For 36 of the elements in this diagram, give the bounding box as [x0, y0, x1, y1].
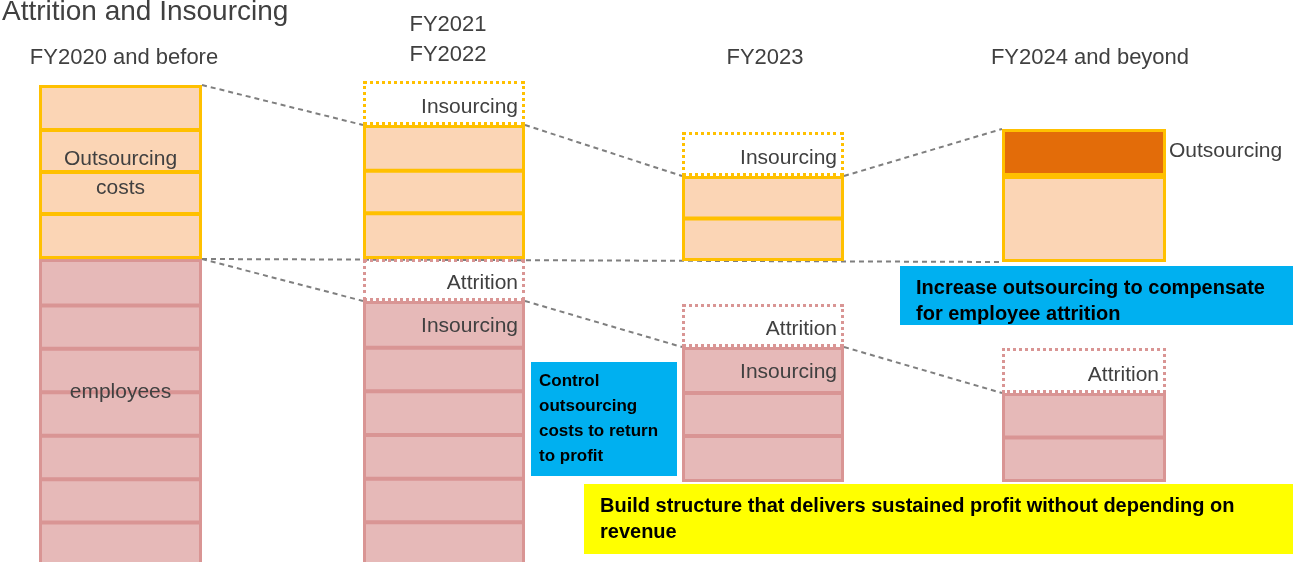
employee-bar — [682, 347, 844, 482]
dashed-connector-line — [201, 258, 364, 302]
bar-label: Insourcing — [740, 144, 837, 170]
callout-text: Control outsourcing costs to return to profit — [539, 370, 660, 467]
callout-box — [900, 266, 1293, 325]
outsourcing-cost-bar — [363, 125, 525, 259]
column-heading: FY2024 and beyond — [989, 43, 1191, 71]
callout-text: Build structure that delivers sustained profit without depending on revenue — [600, 493, 1236, 544]
bar-label: Insourcing — [740, 358, 837, 384]
bar-label: employees — [68, 378, 173, 404]
bar-label: Attrition — [1087, 361, 1159, 387]
outsourcing-cost-bar — [682, 176, 844, 261]
employee-bar — [363, 301, 525, 562]
outsourcing-increase-bar — [1002, 129, 1166, 176]
outsourcing-cost-bar — [1002, 176, 1166, 262]
bar-label: Attrition — [446, 269, 518, 295]
column-heading: FY2021 FY2022 — [408, 10, 488, 68]
callout-text: Increase outsourcing to compensate for employee attrition — [916, 275, 1266, 326]
bar-label: Insourcing — [421, 93, 518, 119]
employee-bar — [39, 259, 202, 562]
bar-side-label: Outsourcing — [1169, 137, 1283, 163]
title: Attrition and Insourcing — [2, 0, 289, 26]
bar-label: Attrition — [765, 315, 837, 341]
employee-bar — [1002, 393, 1166, 482]
bar-label: Outsourcing costs — [62, 145, 179, 200]
dashed-connector-line — [843, 346, 1003, 394]
dashed-connector-line — [201, 84, 364, 126]
dashed-connector-line — [843, 128, 1003, 177]
callout-box — [531, 362, 677, 476]
dashed-connector-line — [524, 300, 683, 348]
outsourcing-cost-bar — [39, 85, 202, 259]
column-heading: FY2023 — [725, 43, 805, 71]
bar-label: Insourcing — [421, 312, 518, 338]
dashed-connector-line — [524, 124, 683, 177]
column-heading: FY2020 and before — [28, 43, 220, 71]
callout-box — [584, 484, 1293, 554]
